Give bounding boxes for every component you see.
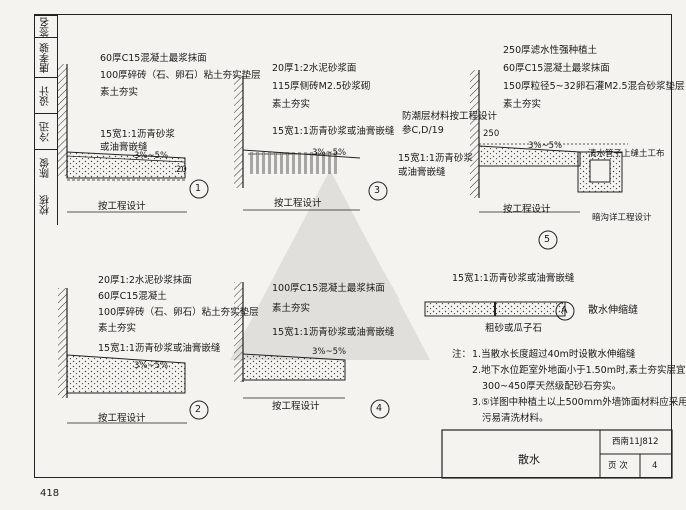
detail-4-circle: 4	[376, 403, 383, 414]
detail-5-note: 或油膏嵌缝	[398, 167, 446, 178]
detail-3-slope: 3%~5%	[312, 148, 347, 158]
detail-2-line: 100厚碎砖（石、卵石）粘土夯实垫层	[98, 307, 259, 318]
detail-4-line: 素土夯实	[272, 303, 311, 314]
detail-1-label: 按工程设计	[98, 201, 146, 212]
detail-a-caption: 15宽1:1沥青砂浆或油膏嵌缝	[452, 273, 575, 284]
notes-head: 注：	[452, 349, 472, 360]
detail-5-note: 防潮层材料按工程设计	[402, 111, 498, 122]
detail-4-section	[234, 282, 390, 419]
detail-1-line: 15宽1:1沥青砂浆	[100, 129, 175, 140]
detail-1-line: 100厚碎砖（石、卵石）粘土夯实垫层	[100, 70, 261, 81]
detail-5-drain-label: 暗沟详工程设计	[592, 213, 652, 223]
detail-a-gravel: 粗砂或瓜子石	[485, 323, 543, 334]
detail-2-circle: 2	[195, 404, 202, 415]
detail-1-line: 60厚C15混凝土最浆抹面	[100, 53, 207, 64]
title-block-lines	[441, 429, 673, 479]
note-item: 2.地下水位距室外地面小于1.50m时,素土夯实层宜改用	[472, 365, 686, 376]
detail-5-line: 150厚粒径5~32卵石灌M2.5混合砂浆垫层	[503, 81, 685, 92]
detail-3-line: 20厚1:2水泥砂浆面	[272, 63, 357, 74]
detail-5-drain: 清水管子上缝土工布	[588, 149, 665, 159]
detail-5-line: 250厚滤水性强种植土	[503, 45, 598, 56]
detail-5-label: 按工程设计	[503, 204, 551, 215]
detail-5-slope: 3%~5%	[528, 141, 563, 151]
detail-a-circle: A	[561, 305, 568, 316]
note-item: 300~450厚天然级配砂石夯实。	[482, 381, 622, 392]
detail-1-line: 或油膏嵌缝	[100, 142, 148, 153]
detail-3-section	[234, 76, 388, 211]
detail-4-label: 按工程设计	[272, 401, 320, 412]
note-item: 污易清洗材料。	[482, 413, 549, 424]
detail-1-circle: 1	[195, 183, 202, 194]
detail-4-line: 15宽1:1沥青砂浆或油膏嵌缝	[272, 327, 395, 338]
detail-3-label: 按工程设计	[274, 198, 322, 209]
detail-1-line: 素土夯实	[100, 87, 139, 98]
detail-4-slope: 3%~5%	[312, 347, 347, 357]
detail-2-line: 60厚C15混凝土	[98, 291, 167, 302]
note-item: 3.⑤详图中种植土以上500mm外墙饰面材料应采用耐	[472, 397, 686, 408]
detail-2-section	[58, 288, 209, 424]
sidebar-signatures: 签名 唐孝骏 设计 冷迅 陈俊 校核	[35, 15, 58, 225]
detail-3-line: 15宽1:1沥青砂浆或油膏嵌缝	[272, 126, 395, 137]
drawing-code: 西南11J812	[612, 437, 659, 447]
detail-a-section	[424, 301, 575, 321]
page-number: 418	[40, 488, 60, 499]
note-item: 1.当散水长度超过40m时设散水伸缩缝	[472, 349, 636, 360]
sheet-title: 散水	[518, 453, 540, 466]
detail-5-note: 15宽1:1沥青砂浆	[398, 153, 473, 164]
detail-a-title: 散水伸缩缝	[588, 305, 638, 316]
detail-2-line: 15宽1:1沥青砂浆或油膏嵌缝	[98, 343, 221, 354]
detail-2-line: 20厚1:2水泥砂浆抹面	[98, 275, 192, 286]
detail-5-line: 素土夯实	[503, 99, 542, 110]
detail-2-line: 素土夯实	[98, 323, 137, 334]
detail-3-line: 素土夯实	[272, 99, 311, 110]
detail-1-slope: 3%~5%	[134, 151, 169, 161]
drawing-sheet: 签名 唐孝骏 设计 冷迅 陈俊 校核	[34, 14, 672, 478]
page-label: 页 次	[608, 461, 628, 471]
detail-5-circle: 5	[544, 234, 551, 245]
detail-4-line: 100厚C15混凝土最浆抹面	[272, 283, 385, 294]
detail-1-section	[58, 64, 209, 213]
detail-2-label: 按工程设计	[98, 413, 146, 424]
detail-2-slope: 3%~5%	[134, 361, 169, 371]
detail-5-line: 60厚C15混凝土最浆抹面	[503, 63, 610, 74]
detail-3-line: 115厚侧砖M2.5砂浆砌	[272, 81, 371, 92]
page-value: 4	[652, 461, 658, 471]
detail-5-note: 参C,D/19	[402, 125, 444, 136]
detail-5-dim: 250	[483, 129, 500, 139]
watermark	[230, 170, 430, 360]
detail-1-dim: 20	[176, 165, 187, 175]
detail-3-circle: 3	[374, 185, 381, 196]
detail-5-section	[470, 70, 628, 250]
